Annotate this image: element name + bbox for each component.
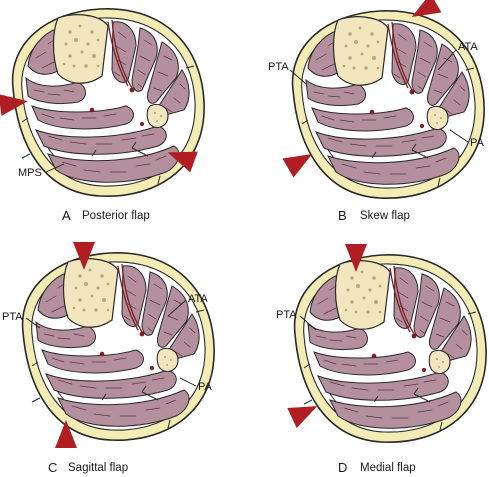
label-pta: PTA — [276, 309, 297, 321]
leg-cross-section — [21, 252, 215, 441]
panel-c: PTA ATA PA C Sagittal flap — [2, 242, 215, 475]
label-ata: ATA — [458, 41, 478, 53]
panel-b: PTA ATA PA B Skew flap — [268, 0, 485, 223]
caption-letter-a: A — [62, 208, 71, 223]
caption-sagittal-flap: Sagittal flap — [68, 462, 128, 474]
leg-cross-section — [293, 254, 487, 443]
caption-letter-d: D — [338, 460, 347, 475]
label-pa: PA — [198, 381, 213, 393]
caption-posterior-flap: Posterior flap — [82, 210, 150, 222]
label-pta: PTA — [2, 311, 23, 323]
panel-d: PTA D Medial flap — [276, 244, 487, 475]
caption-medial-flap: Medial flap — [360, 462, 416, 474]
caption-skew-flap: Skew flap — [360, 210, 410, 222]
label-pta: PTA — [268, 61, 289, 73]
label-ata: ATA — [188, 293, 208, 305]
caption-letter-b: B — [338, 208, 347, 223]
label-pa: PA — [470, 137, 485, 149]
label-mps: MPS — [18, 167, 42, 179]
panel-a: MPS A Posterior flap — [0, 8, 205, 223]
leg-cross-section — [291, 10, 485, 199]
caption-letter-c: C — [48, 460, 57, 475]
